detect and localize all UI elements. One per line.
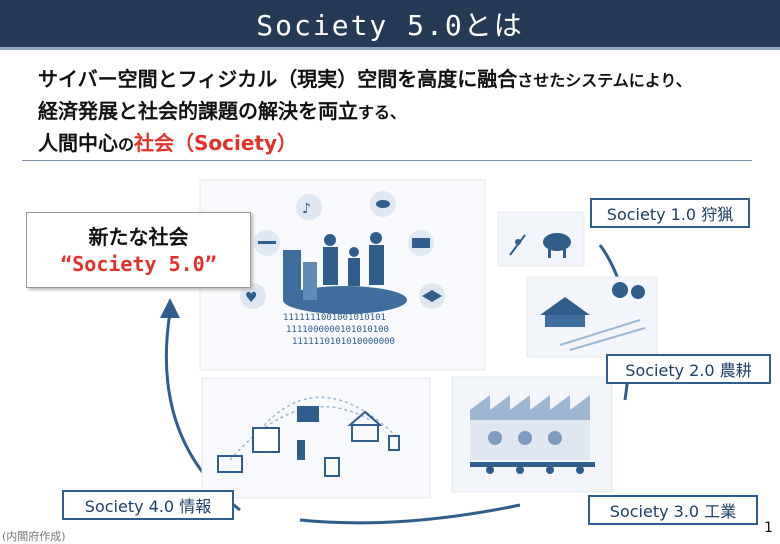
svg-text:♥: ♥ xyxy=(245,290,258,306)
binary-row-3: 1111110101010000000 xyxy=(292,337,395,347)
lead-line-3-society: 社会（Society） xyxy=(134,131,298,155)
divider xyxy=(22,160,752,161)
binary-row-2: 1111000000101010100 xyxy=(286,325,389,335)
lead-line-3-particle: の xyxy=(118,135,135,154)
binary-row-1: 1111111001001010101 xyxy=(283,313,386,323)
lead-line-3-main: 人間中心 xyxy=(38,131,118,155)
callout-line-2: “Society 5.0” xyxy=(60,252,217,276)
lead-text: サイバー空間とフィジカル（現実）空間を高度に融合させたシステムにより、 経済発展… xyxy=(38,64,758,160)
stage-label-society-1: Society 1.0 狩猟 xyxy=(590,198,750,228)
stage-label-society-3: Society 3.0 工業 xyxy=(588,495,758,525)
society-4-panel xyxy=(201,377,431,499)
society-2-panel xyxy=(526,276,658,358)
page-title: Society 5.0とは xyxy=(256,8,524,42)
stage-label-society-4: Society 4.0 情報 xyxy=(62,490,234,520)
lead-line-2: 経済発展と社会的課題の解決を両立する、 xyxy=(38,96,758,128)
lead-line-2-main: 経済発展と社会的課題の解決を両立 xyxy=(38,99,358,123)
society-3-panel xyxy=(451,376,613,493)
stage-label-society-2: Society 2.0 農耕 xyxy=(606,354,771,384)
lead-line-1-main: サイバー空間とフィジカル（現実）空間を高度に融合 xyxy=(38,67,518,91)
cycle-arrow-bottom xyxy=(299,503,521,525)
lead-line-1: サイバー空間とフィジカル（現実）空間を高度に融合させたシステムにより、 xyxy=(38,64,758,96)
new-society-callout: 新たな社会 “Society 5.0” xyxy=(26,212,251,288)
title-bar: Society 5.0とは xyxy=(0,0,780,50)
lead-line-3: 人間中心の社会（Society） xyxy=(38,128,758,160)
page-number: 1 xyxy=(764,520,773,536)
lead-line-2-tail: する、 xyxy=(358,103,407,122)
callout-line-1: 新たな社会 xyxy=(88,225,189,249)
cycle-arrow-head xyxy=(160,298,180,318)
svg-text:♪: ♪ xyxy=(302,201,311,217)
society-1-panel xyxy=(497,211,585,267)
lead-line-1-tail: させたシステムにより、 xyxy=(517,71,692,90)
source-credit: (内閣府作成) xyxy=(2,530,66,543)
